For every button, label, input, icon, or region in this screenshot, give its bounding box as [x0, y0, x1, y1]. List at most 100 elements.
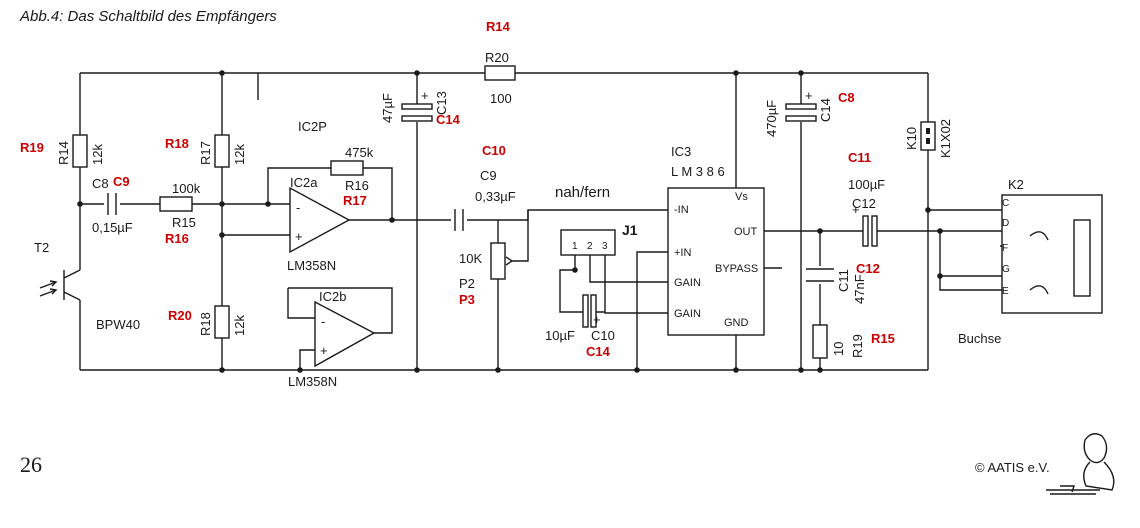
svg-text:OUT: OUT	[734, 226, 758, 238]
resistor-r20: R20 100	[484, 50, 516, 106]
svg-text:12k: 12k	[90, 144, 105, 165]
svg-text:E: E	[1002, 286, 1009, 297]
svg-text:C8: C8	[92, 176, 109, 191]
capacitor-c10: + 10µF C10	[545, 294, 615, 343]
svg-text:100: 100	[490, 91, 512, 106]
annotation-c14-upper: C14	[436, 112, 461, 127]
svg-text:475k: 475k	[345, 145, 374, 160]
connector-k10: K10 K1X02	[904, 119, 953, 158]
ic2p-label: IC2P	[298, 119, 327, 134]
annotation-c12: C12	[856, 261, 880, 276]
resistor-r17: R17 12k	[198, 134, 247, 168]
opamp-ic2a: - + IC2a LM358N	[287, 175, 351, 273]
annotation-c14-lower: C14	[586, 344, 611, 359]
svg-text:IC2b: IC2b	[319, 289, 346, 304]
nahfern-label: nah/fern	[555, 184, 610, 201]
resistor-r19: 10 R19	[812, 324, 865, 359]
svg-text:BPW40: BPW40	[96, 317, 140, 332]
opamp-ic2b: - + IC2b LM358N	[288, 289, 376, 389]
svg-text:IC3: IC3	[671, 144, 691, 159]
svg-text:100k: 100k	[172, 181, 201, 196]
svg-text:P2: P2	[459, 276, 475, 291]
svg-text:IC2a: IC2a	[290, 175, 318, 190]
annotation-r15: R15	[871, 331, 895, 346]
svg-text:-: -	[296, 200, 300, 215]
svg-text:K2: K2	[1008, 177, 1024, 192]
svg-text:100µF: 100µF	[848, 177, 885, 192]
resistor-r14: R14 12k	[56, 134, 105, 168]
annotation-c11: C11	[848, 150, 871, 165]
svg-text:+: +	[852, 202, 860, 217]
svg-text:R19: R19	[850, 334, 865, 358]
page-number: 26	[20, 452, 42, 477]
svg-text:LM358N: LM358N	[287, 258, 336, 273]
svg-text:47nF: 47nF	[852, 274, 867, 304]
svg-text:G: G	[1002, 264, 1010, 275]
annotation-r17: R17	[343, 193, 367, 208]
svg-text:K10: K10	[904, 127, 919, 150]
svg-text:GAIN: GAIN	[674, 277, 701, 289]
svg-text:C11: C11	[836, 269, 851, 292]
svg-text:R17: R17	[198, 141, 213, 165]
svg-text:3: 3	[602, 241, 608, 252]
red-annotations: R14 R19 C9 R18 R17 R15 R16 R20 C14 C10 P…	[20, 19, 895, 359]
svg-text:GND: GND	[724, 317, 749, 329]
annotation-r16: R16	[165, 231, 189, 246]
capacitor-c12: + C12 100µF	[848, 177, 885, 247]
annotation-c10: C10	[482, 143, 506, 158]
svg-text:R16: R16	[345, 178, 369, 193]
svg-text:2: 2	[587, 241, 593, 252]
svg-text:+: +	[320, 343, 328, 358]
capacitor-c13: + 47µF C13	[380, 88, 449, 123]
svg-text:C13: C13	[434, 91, 449, 115]
svg-text:10K: 10K	[459, 251, 482, 266]
svg-text:+: +	[805, 88, 813, 103]
svg-text:GAIN: GAIN	[674, 308, 701, 320]
svg-text:L M 3 8 6: L M 3 8 6	[671, 164, 725, 179]
annotation-p3: P3	[459, 292, 475, 307]
amplifier-ic3: IC3 L M 3 8 6 -IN +IN GAIN GAIN Vs OUT B…	[667, 144, 765, 336]
svg-text:+IN: +IN	[674, 247, 691, 259]
svg-text:0,33µF: 0,33µF	[475, 189, 516, 204]
resistor-r16: 475k R16	[330, 145, 374, 193]
svg-text:Vs: Vs	[735, 191, 748, 203]
svg-text:-: -	[321, 314, 325, 329]
annotation-r18: R18	[165, 136, 189, 151]
wires	[79, 72, 1083, 371]
svg-text:C14: C14	[818, 98, 833, 122]
svg-text:C: C	[1002, 198, 1009, 209]
svg-text:470µF: 470µF	[764, 100, 779, 137]
svg-text:+: +	[593, 312, 601, 327]
copyright-notice: © AATIS e.V.	[975, 460, 1050, 475]
svg-text:K1X02: K1X02	[938, 119, 953, 158]
svg-text:C9: C9	[480, 168, 497, 183]
svg-text:R15: R15	[172, 215, 196, 230]
svg-text:12k: 12k	[232, 144, 247, 165]
svg-text:F: F	[1002, 243, 1008, 254]
annotation-r19: R19	[20, 140, 44, 155]
jumper-j1: 1 2 3 J1	[560, 222, 638, 256]
svg-text:C12: C12	[852, 196, 876, 211]
svg-text:0,15µF: 0,15µF	[92, 220, 133, 235]
svg-text:J1: J1	[622, 222, 638, 238]
aatis-logo-figure	[1046, 433, 1115, 495]
capacitor-c11: C11 47nF	[806, 266, 867, 304]
svg-text:R18: R18	[198, 312, 213, 336]
svg-text:C10: C10	[591, 328, 615, 343]
annotation-r20: R20	[168, 308, 192, 323]
svg-text:D: D	[1002, 218, 1009, 229]
annotation-c9: C9	[113, 174, 130, 189]
capacitor-c14: + 470µF C14	[764, 88, 833, 137]
svg-text:+: +	[295, 229, 303, 244]
phototransistor-t2: T2 BPW40	[34, 240, 140, 332]
svg-text:10: 10	[831, 342, 846, 356]
svg-text:+: +	[421, 88, 429, 103]
svg-text:1: 1	[572, 241, 578, 252]
annotation-r14: R14	[486, 19, 511, 34]
resistor-r15: 100k R15	[159, 181, 201, 230]
capacitor-c8: C8 0,15µF	[92, 176, 133, 235]
svg-text:BYPASS: BYPASS	[715, 263, 758, 275]
svg-text:47µF: 47µF	[380, 93, 395, 123]
